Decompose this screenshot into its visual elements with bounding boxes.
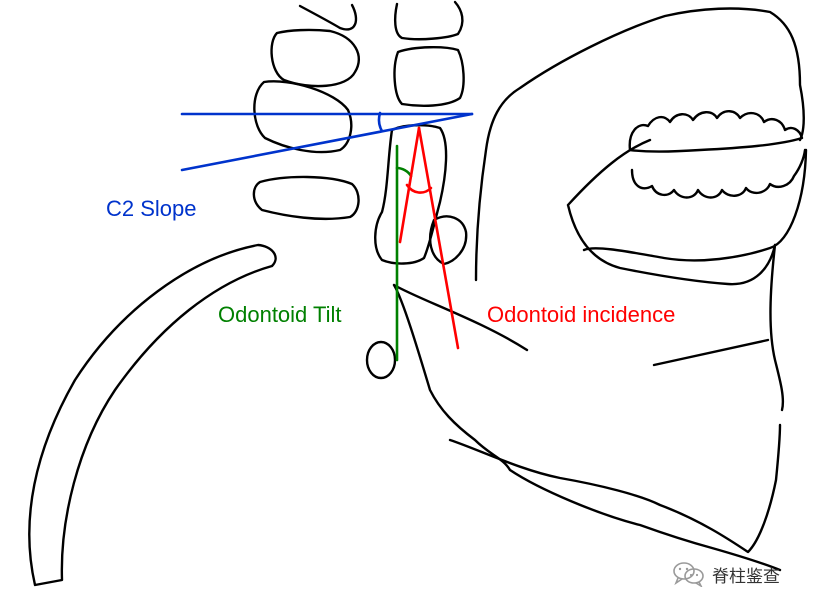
- vertebral-body-upper: [393, 46, 465, 107]
- c2-slope-label: C2 Slope: [106, 196, 197, 221]
- odontoid-incidence-angle-arc: [405, 183, 433, 194]
- odontoid-tilt-lines: [395, 144, 413, 362]
- lower-teeth: [630, 148, 807, 199]
- odontoid-dens: [374, 124, 448, 265]
- c2-slope-angle-arc: [377, 111, 384, 133]
- vertebra-lamina-c2: [253, 80, 353, 154]
- mandible-lower: [448, 423, 782, 554]
- upper-teeth: [628, 110, 804, 153]
- wechat-icon: [673, 562, 704, 587]
- odontoid-incidence-label: Odontoid incidence: [487, 302, 676, 327]
- c2-slope-endplate-line: [180, 112, 474, 172]
- maxilla: [566, 138, 777, 286]
- c2-slope-lines: [180, 111, 474, 172]
- odontoid-tilt-label: Odontoid Tilt: [218, 302, 342, 327]
- vertebra-fragment-top-middle: [393, 0, 464, 41]
- vertebra-lamina-upper: [270, 28, 360, 88]
- skull-outline: [474, 7, 805, 282]
- odontoid-incidence-lines: [398, 126, 460, 350]
- mandible: [582, 148, 808, 412]
- odontoid-incidence-right-line: [417, 126, 460, 350]
- odontoid-incidence-left-line: [398, 126, 421, 244]
- occipital-bone: [28, 243, 277, 587]
- vertebra-fragment-top-left: [298, 3, 358, 31]
- watermark-text: 脊柱鉴查: [712, 566, 780, 587]
- atlas-posterior-tubercle: [365, 340, 397, 380]
- odontoid-tilt-angle-arc: [395, 166, 413, 178]
- spinous-process-lower: [252, 175, 360, 221]
- watermark: 脊柱鉴查: [672, 561, 780, 587]
- atlas-anterior-arch: [429, 215, 468, 266]
